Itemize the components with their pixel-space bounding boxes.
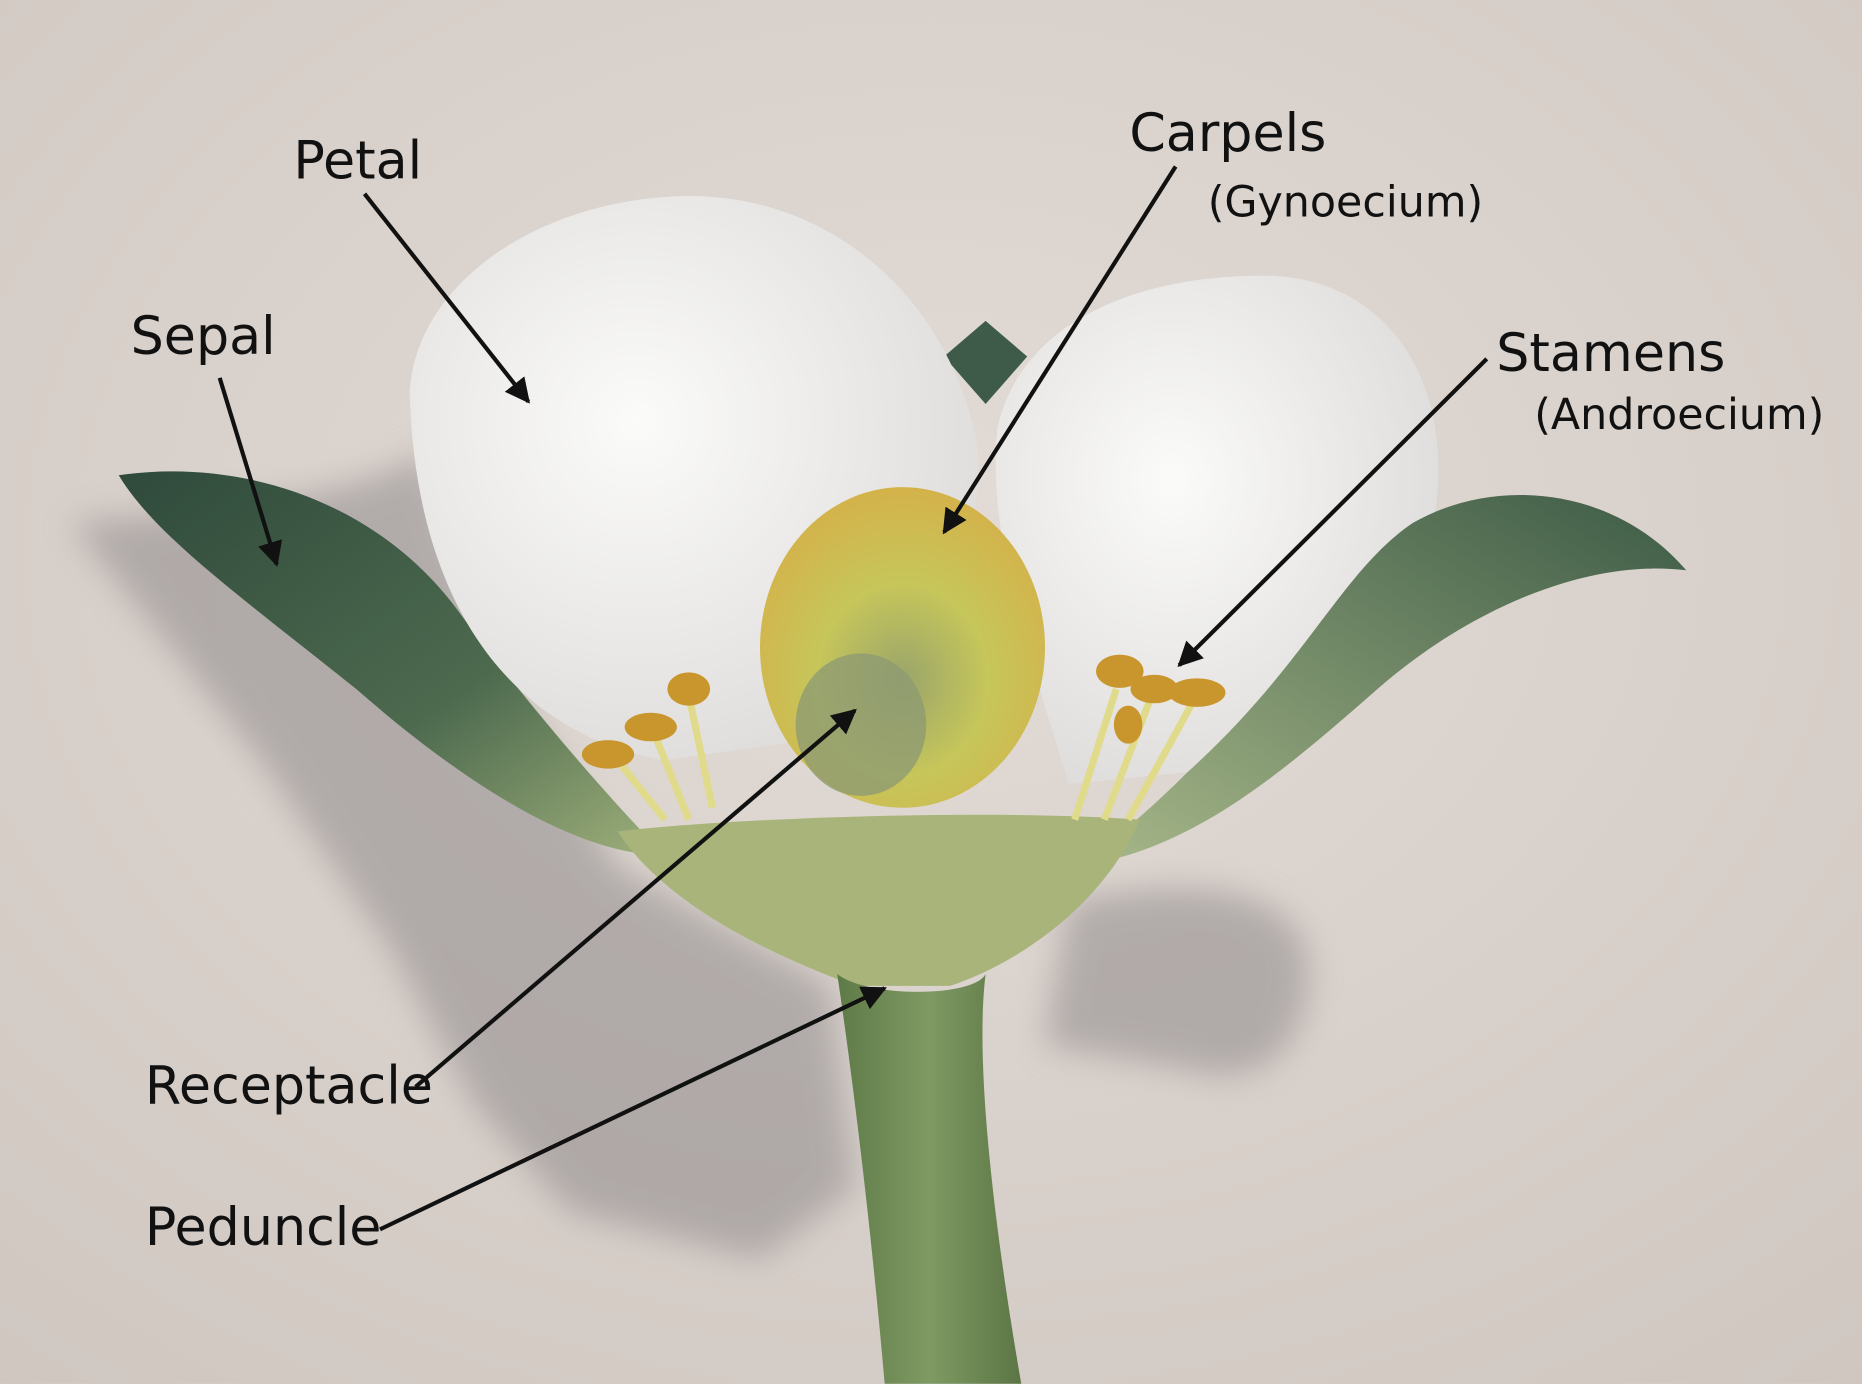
stamens-left bbox=[581, 672, 716, 822]
stamens-right bbox=[1071, 654, 1226, 822]
stamens-arrow bbox=[1177, 357, 1489, 668]
back-sepal bbox=[944, 320, 1028, 405]
receptacle bbox=[617, 814, 1140, 986]
peduncle-arrow bbox=[379, 986, 887, 1232]
label-petal: Petal bbox=[293, 131, 422, 191]
receptacle-arrow bbox=[414, 708, 857, 1089]
petal-arrow bbox=[362, 192, 531, 404]
label-receptacle: Receptacle bbox=[145, 1056, 433, 1116]
peduncle-stem bbox=[837, 974, 1022, 1384]
sepal-arrow bbox=[217, 377, 283, 567]
label-androecium: (Androecium) bbox=[1534, 390, 1824, 440]
label-carpels: Carpels bbox=[1129, 104, 1326, 164]
label-peduncle: Peduncle bbox=[145, 1198, 382, 1258]
label-stamens: Stamens bbox=[1496, 324, 1725, 384]
carpel-core bbox=[795, 653, 927, 796]
label-sepal: Sepal bbox=[131, 307, 276, 367]
carpels-arrow bbox=[942, 165, 1178, 535]
right-sepal bbox=[1068, 494, 1687, 868]
label-gynoecium: (Gynoecium) bbox=[1208, 177, 1483, 227]
left-sepal bbox=[118, 471, 665, 856]
